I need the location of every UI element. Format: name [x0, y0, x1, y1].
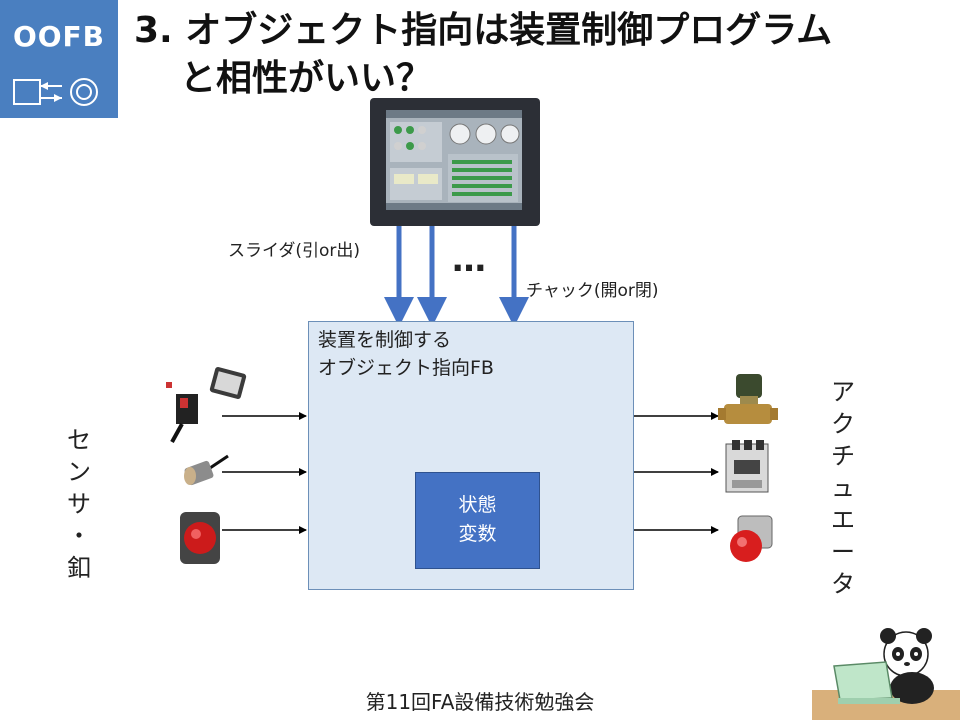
actuator-vertical-label: ア ク チ ュ エ ー タ — [828, 376, 858, 600]
state-line2: 変数 — [458, 523, 497, 545]
vlabel-left-char: 釦 — [67, 554, 91, 582]
vlabel-right-char: チ — [831, 442, 855, 470]
page-title: 3. オブジェクト指向は装置制御プログラム — [134, 10, 833, 51]
logo-fb-icon — [13, 78, 98, 106]
solenoid-valve-image — [718, 374, 778, 424]
vlabel-right-char: エ — [831, 506, 855, 534]
vlabel-right-char: ア — [831, 378, 855, 406]
label-slider: スライダ(引or出) — [228, 241, 360, 261]
proximity-sensor-image — [184, 454, 229, 486]
vlabel-right-char: タ — [831, 570, 855, 598]
state-variable-box: 状態 変数 — [415, 472, 540, 569]
vlabel-right-char: ー — [831, 538, 855, 566]
logo-text: OOFB — [12, 20, 106, 53]
vlabel-left-char: ン — [67, 458, 91, 486]
fb-title-line2: オブジェクト指向FB — [318, 357, 494, 379]
state-line1: 状態 — [458, 494, 497, 516]
label-chuck: チャック(開or閉) — [526, 281, 659, 301]
contactor-image — [725, 440, 769, 493]
vlabel-right-char: ュ — [831, 474, 855, 502]
page-title-line2: と相性がいい？ — [180, 58, 433, 99]
fb-title-line1: 装置を制御する — [318, 329, 452, 351]
indicator-lamp-image — [730, 515, 773, 562]
panda-mascot-image — [833, 628, 934, 704]
photoelectric-sensor-image — [166, 366, 247, 443]
push-button-image — [180, 512, 220, 564]
label-more-dots: … — [452, 240, 486, 280]
footer-text: 第11回FA設備技術勉強会 — [365, 690, 595, 714]
vlabel-left-char: ・ — [67, 522, 91, 550]
hmi-screen-graphic — [386, 110, 522, 210]
vlabel-left-char: セ — [67, 426, 91, 454]
vlabel-right-char: ク — [831, 410, 855, 438]
sensor-button-vertical-label: セ ン サ ・ 釦 — [64, 424, 94, 584]
vlabel-left-char: サ — [67, 490, 91, 518]
function-block-title: 装置を制御する オブジェクト指向FB — [318, 326, 494, 382]
